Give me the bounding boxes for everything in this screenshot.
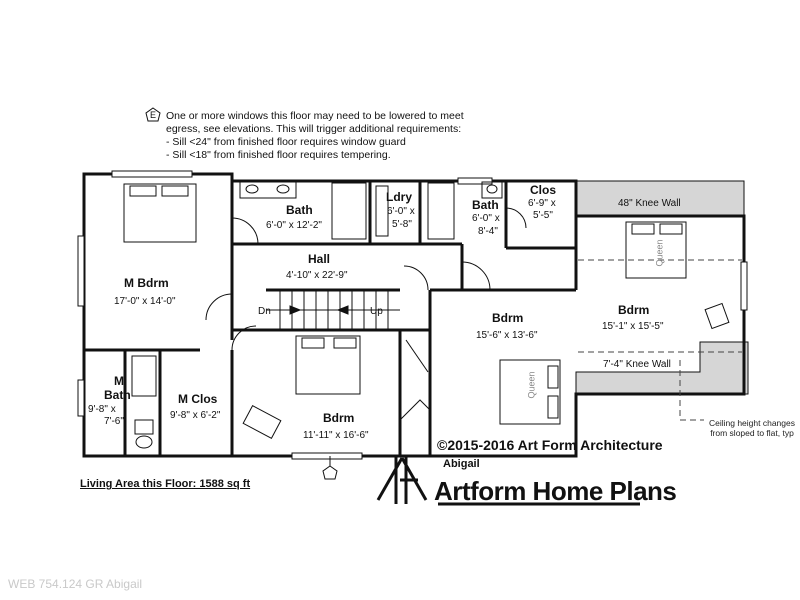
room-dims-bedroom-center: 15'-6" x 13'-6" — [476, 330, 538, 341]
room-name-master-bath-1: M — [114, 374, 124, 388]
artform-logo — [376, 456, 640, 506]
room-dims-master-closet: 9'-8" x 6'-2" — [170, 410, 221, 421]
room-name-bedroom-center: Bdrm — [492, 311, 524, 325]
room-name-master-bath-2: Bath — [104, 388, 131, 402]
room-name-laundry: Ldry — [386, 190, 413, 204]
windows — [77, 170, 748, 460]
elevation-markers — [145, 107, 338, 480]
room-dims-bedroom-bottom: 11'-11" x 16'-6" — [303, 430, 369, 441]
room-name-bedroom-bottom: Bdrm — [323, 411, 355, 425]
plan-name-label: Abigail — [443, 458, 480, 470]
beds — [123, 183, 730, 440]
egress-note-line: - Sill <24" from finished floor requires… — [166, 136, 406, 148]
room-dims-master-bath-1: 9'-8" x — [88, 404, 116, 415]
room-dims-master-bath-2: 7'-6" — [104, 416, 124, 427]
living-area-label: Living Area this Floor: 1588 sq ft — [80, 478, 251, 490]
stairs-up-label: Up — [370, 306, 383, 317]
bed-label-center: Queen — [526, 371, 537, 399]
room-dims-closet-1: 6'-9" x — [528, 198, 556, 209]
room-dims-closet-2: 5'-5" — [533, 210, 553, 221]
ceiling-lines — [578, 259, 742, 421]
room-name-bath-1: Bath — [286, 203, 313, 217]
room-dims-laundry-1: 6'-0" x — [387, 206, 415, 217]
walls — [82, 172, 746, 458]
room-name-master-closet: M Clos — [178, 392, 218, 406]
egress-note-line: egress, see elevations. This will trigge… — [166, 123, 462, 135]
room-name-hall: Hall — [308, 252, 331, 266]
stairs-down-label: Dn — [258, 306, 271, 317]
egress-note: One or more windows this floor may need … — [166, 110, 496, 162]
room-name-bath-2: Bath — [472, 198, 499, 212]
room-dims-bath-2-2: 8'-4" — [478, 226, 498, 237]
stairs — [266, 290, 400, 330]
fixtures — [131, 181, 503, 449]
egress-note-line: - Sill <18" from finished floor requires… — [166, 149, 391, 161]
room-name-master-bedroom: M Bdrm — [124, 276, 169, 290]
egress-note-line: One or more windows this floor may need … — [166, 110, 464, 122]
copyright-label: ©2015-2016 Art Form Architecture — [437, 437, 663, 453]
room-name-bedroom-right: Bdrm — [618, 303, 650, 317]
knee-wall-lower-label: 7'-4" Knee Wall — [603, 359, 671, 370]
room-name-closet: Clos — [530, 183, 557, 197]
room-dims-bath-2-1: 6'-0" x — [472, 213, 500, 224]
knee-wall-top — [575, 180, 745, 217]
ceiling-note: Ceiling height changes from sloped to fl… — [708, 418, 795, 438]
room-dims-master-bedroom: 17'-0" x 14'-0" — [114, 296, 176, 307]
room-dims-bath-1: 6'-0" x 12'-2" — [266, 220, 322, 231]
knee-wall-top-label: 48" Knee Wall — [618, 198, 681, 209]
brand-label: Artform Home Plans — [434, 476, 677, 506]
bed-label-right: Queen — [654, 239, 665, 267]
door-swings — [205, 207, 527, 421]
room-dims-bedroom-right: 15'-1" x 15'-5" — [602, 321, 664, 332]
egress-marker-label: E — [150, 110, 157, 120]
room-dims-hall: 4'-10" x 22'-9" — [286, 270, 348, 281]
room-dims-laundry-2: 5'-8" — [392, 219, 412, 230]
web-id-watermark: WEB 754.124 GR Abigail — [8, 577, 143, 591]
